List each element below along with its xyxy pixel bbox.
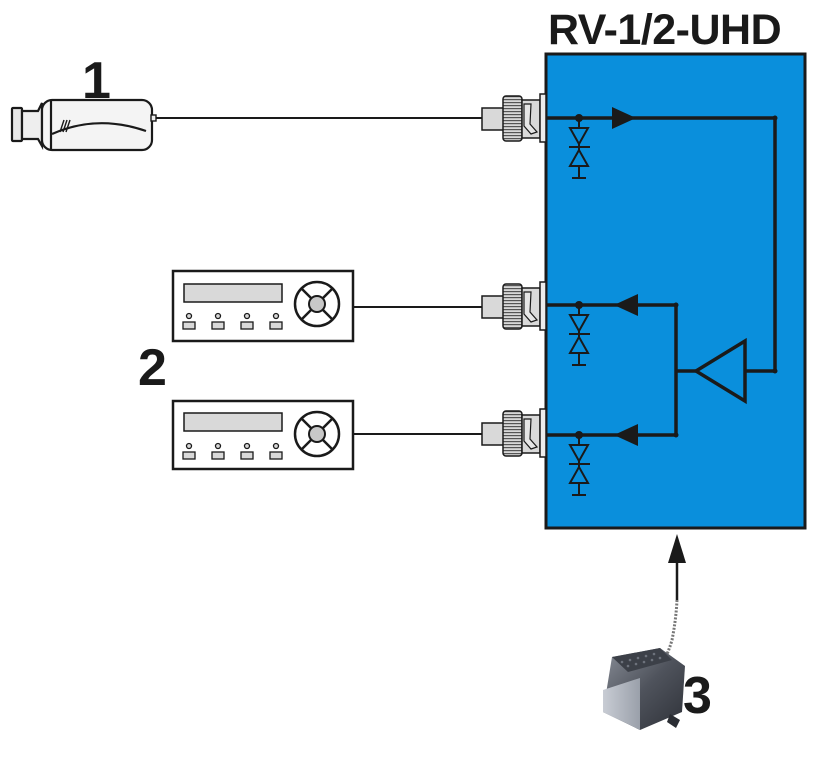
camera-icon: [10, 98, 157, 152]
device-title: RV-1/2-UHD: [548, 6, 782, 54]
label-receivers: 2: [138, 339, 167, 397]
protection-diode-input: [568, 118, 590, 179]
bnc-connector-output-2: [481, 408, 547, 458]
arrow-input: [612, 107, 636, 129]
power-arrow-head: [668, 534, 686, 563]
bnc-connector-input: [481, 93, 547, 143]
protection-diode-output-2: [568, 435, 590, 496]
power-cable: [660, 599, 679, 665]
arrow-output-1: [614, 294, 638, 316]
receiver-1-icon: [171, 269, 355, 343]
amplifier-symbol: [692, 337, 747, 405]
label-camera: 1: [82, 52, 111, 110]
device-body: [544, 52, 807, 530]
receiver-2-icon: [171, 399, 355, 471]
power-adapter-icon: [603, 648, 685, 730]
bnc-connector-output-1: [481, 281, 547, 331]
internal-circuit: [546, 116, 777, 437]
protection-diode-output-1: [568, 305, 590, 366]
device-box: [544, 52, 807, 530]
label-power-supply: 3: [683, 667, 712, 725]
arrow-output-2: [614, 424, 638, 446]
